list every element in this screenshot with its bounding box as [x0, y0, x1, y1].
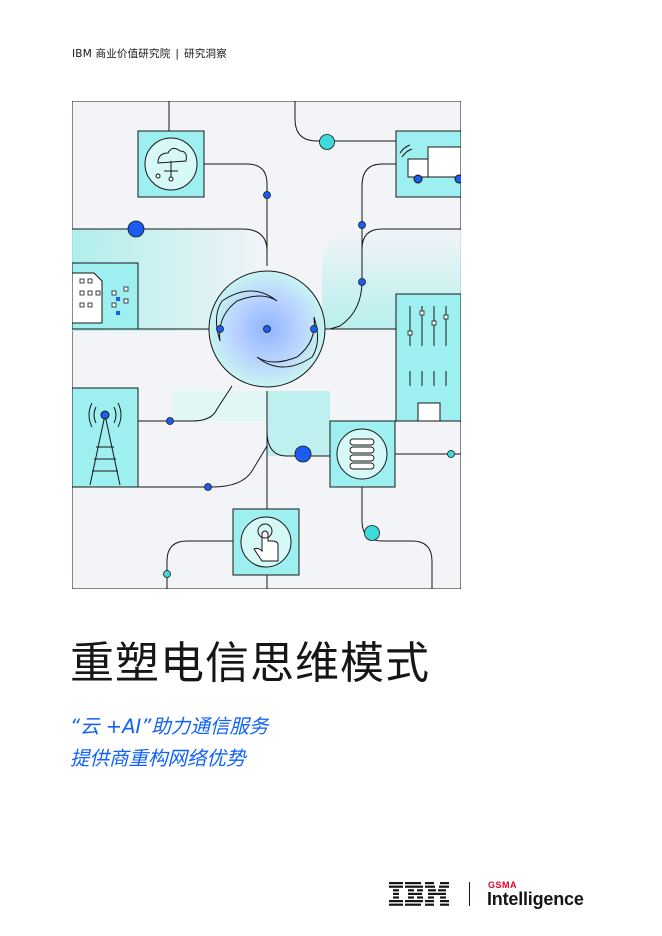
logo-divider [469, 882, 470, 906]
header-org: IBM 商业价值研究院 [72, 48, 171, 60]
document-header: IBM 商业价值研究院 | 研究洞察 [72, 46, 227, 61]
subtitle-line-1: “云 +AI”助力通信服务 [70, 715, 269, 738]
touch-hand-icon [232, 508, 300, 576]
header-section: 研究洞察 [184, 48, 227, 60]
cell-tower-icon [72, 387, 139, 488]
server-rack-icon [395, 293, 461, 422]
cover-illustration [72, 101, 461, 589]
brain-chip-icon [329, 420, 396, 488]
building-icon [72, 262, 139, 330]
gsma-intelligence-wordmark: Intelligence [487, 889, 584, 909]
cloud-network-icon [137, 130, 205, 198]
header-separator: | [175, 48, 180, 60]
delivery-truck-icon [395, 130, 461, 198]
subtitle: “云 +AI”助力通信服务 提供商重构网络优势 [70, 711, 268, 775]
subtitle-line-2: 提供商重构网络优势 [70, 747, 246, 770]
gsma-wordmark: GSMA [488, 880, 517, 890]
ibm-logo [389, 882, 449, 906]
footer-logos: GSMA Intelligence [389, 880, 609, 910]
page-title: 重塑电信思维模式 [70, 638, 430, 689]
